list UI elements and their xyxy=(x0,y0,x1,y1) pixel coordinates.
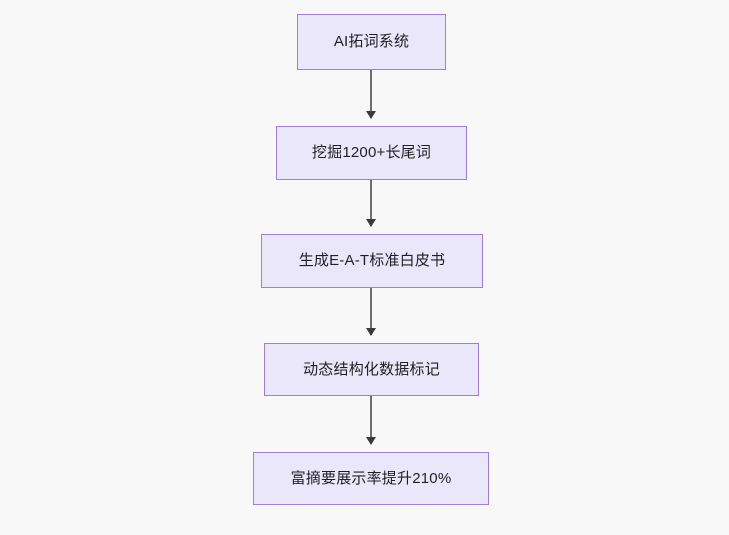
flow-node-rich-snippet-impression-uplift[interactable]: 富摘要展示率提升210% xyxy=(253,452,489,505)
edge-n2-n3 xyxy=(370,180,372,226)
arrowhead-n2-n3 xyxy=(365,219,376,227)
arrowhead-n4-n5 xyxy=(365,437,376,445)
arrowhead-n1-n2 xyxy=(365,111,376,119)
edge-n3-n4 xyxy=(370,288,372,335)
arrowhead-n3-n4 xyxy=(365,328,376,336)
flow-node-label: 生成E-A-T标准白皮书 xyxy=(298,252,446,269)
flow-node-mine-longtail-keywords[interactable]: 挖掘1200+长尾词 xyxy=(276,126,467,180)
edge-n1-n2 xyxy=(370,70,372,118)
flow-node-label: 动态结构化数据标记 xyxy=(303,360,440,378)
flow-node-ai-keyword-system[interactable]: AI拓词系统 xyxy=(297,14,446,70)
flow-node-label: AI拓词系统 xyxy=(333,33,410,50)
edge-n4-n5 xyxy=(370,396,372,444)
flow-node-label: 富摘要展示率提升210% xyxy=(290,469,452,487)
flow-node-generate-eat-whitepaper[interactable]: 生成E-A-T标准白皮书 xyxy=(261,234,483,288)
flow-node-label: 挖掘1200+长尾词 xyxy=(311,144,432,161)
flow-node-dynamic-structured-data-markup[interactable]: 动态结构化数据标记 xyxy=(264,343,479,396)
